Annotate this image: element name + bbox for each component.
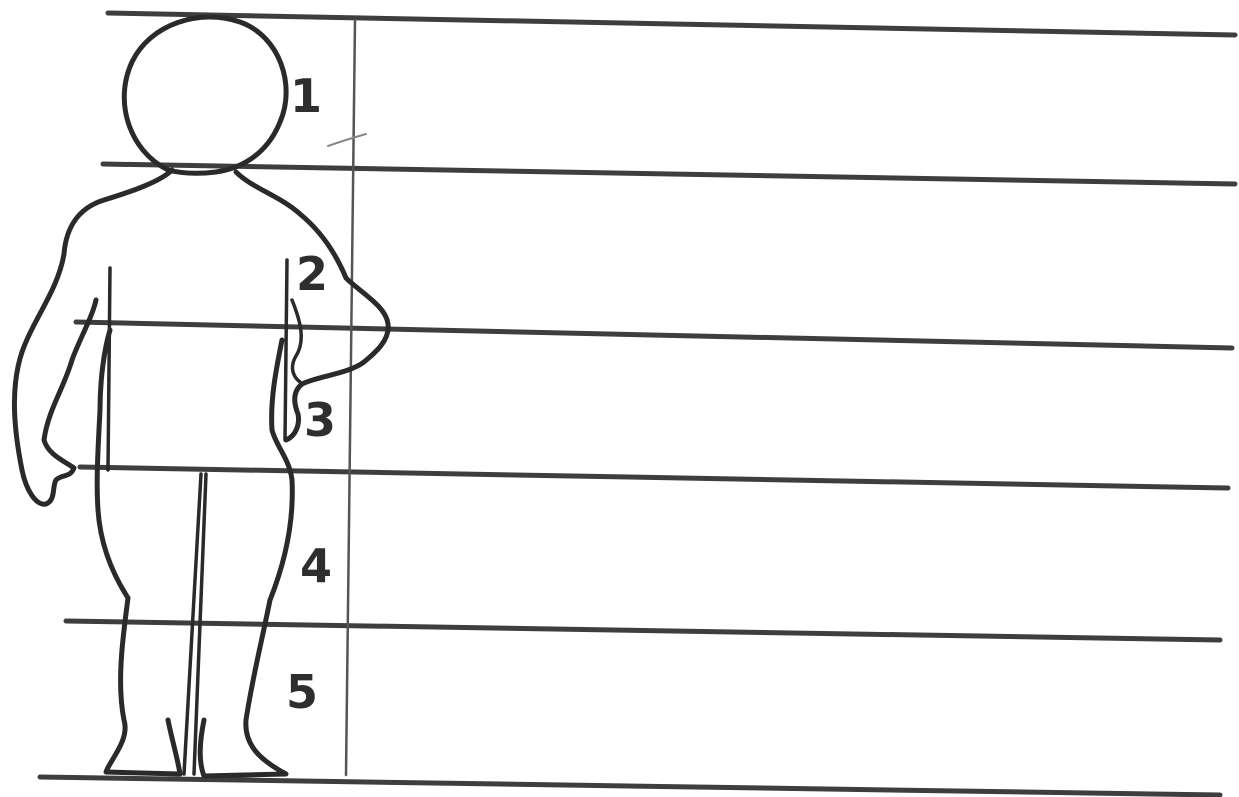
division-line-ground <box>40 777 1220 795</box>
division-line-hip <box>80 467 1228 488</box>
pencil-tick-mark <box>328 134 366 146</box>
figure-right-torso <box>200 340 292 776</box>
right-guide-vertical <box>285 260 287 440</box>
division-line-top <box>108 13 1235 35</box>
section-number-5: 5 <box>286 665 318 719</box>
division-line-knee <box>66 621 1220 640</box>
section-number-4: 4 <box>300 539 332 593</box>
division-line-chest <box>76 322 1232 348</box>
vertical-measure-line <box>346 20 355 775</box>
figure-head <box>124 17 286 173</box>
right-arm-inner <box>292 300 301 382</box>
section-number-1: 1 <box>290 69 322 123</box>
section-number-2: 2 <box>296 247 328 301</box>
section-number-3: 3 <box>304 393 336 447</box>
left-guide-vertical <box>108 268 110 470</box>
division-line-chin <box>103 164 1235 184</box>
figure-left-outline <box>14 170 172 504</box>
